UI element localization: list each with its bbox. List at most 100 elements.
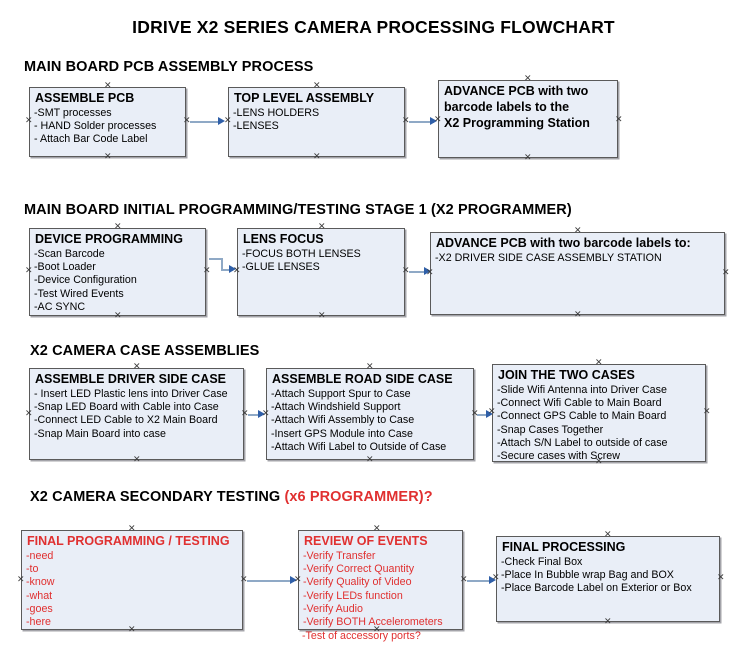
list-item: - Insert LED Plastic lens into Driver Ca…: [34, 388, 228, 400]
box-title: ASSEMBLE DRIVER SIDE CASE: [35, 372, 227, 386]
box-items: -X2 DRIVER SIDE CASE ASSEMBLY STATION: [431, 252, 724, 265]
connector-1-2: [409, 121, 434, 123]
list-item: -Attach Wifi Label to Outside of Case: [271, 440, 447, 453]
list-item: -Verify Correct Quantity: [303, 563, 415, 576]
list-item: -Attach Windshield Support: [271, 401, 401, 414]
list-item: -Attach Wifi Assembly to Case: [271, 414, 415, 427]
box-title: ASSEMBLE ROAD SIDE CASE: [272, 372, 453, 386]
arrow-head: [258, 410, 265, 418]
box-title: REVIEW OF EVENTS: [304, 534, 428, 548]
connector-2-1a: [209, 258, 223, 260]
list-item: -Device Configuration: [34, 274, 137, 287]
page-title: IDRIVE X2 SERIES CAMERA PROCESSING FLOWC…: [132, 17, 615, 37]
list-item: -X2 DRIVER SIDE CASE ASSEMBLY STATION: [435, 252, 662, 264]
box-assemble-driver-side-case[interactable]: ASSEMBLE DRIVER SIDE CASE - Insert LED P…: [29, 368, 244, 460]
arrow-head: [229, 265, 236, 273]
list-item: -know: [26, 576, 55, 589]
connector-4-1: [247, 580, 294, 582]
list-item: -GLUE LENSES: [242, 261, 320, 274]
section-heading-4-text: X2 CAMERA SECONDARY TESTING: [30, 489, 285, 505]
list-item: -Verify BOTH Accelerometers: [303, 616, 443, 629]
list-item: -FOCUS BOTH LENSES: [242, 248, 361, 260]
box-items: -SMT processes - HAND Solder processes -…: [30, 107, 185, 147]
list-item: -Snap Main Board into case: [34, 427, 166, 440]
list-item: -Test Wired Events: [34, 287, 124, 300]
connector-4-2: [467, 580, 493, 582]
list-item: -Snap LED Board with Cable into Case: [34, 401, 219, 414]
overflow-list-item: -Test of accessory ports?: [302, 630, 421, 642]
list-item: -Slide Wifi Antenna into Driver Case: [497, 384, 667, 396]
box-review-of-events[interactable]: REVIEW OF EVENTS -Verify Transfer -Verif…: [298, 530, 463, 630]
list-item: -here: [26, 616, 51, 629]
list-item: -Connect GPS Cable to Main Board: [497, 410, 667, 423]
list-item: -Attach S/N Label to outside of case: [497, 436, 668, 449]
list-item: -Boot Loader: [34, 261, 96, 274]
list-item: -Place Barcode Label on Exterior or Box: [501, 582, 692, 595]
list-item: - Attach Bar Code Label: [34, 133, 148, 146]
list-item: -Check Final Box: [501, 556, 583, 568]
box-assemble-pcb[interactable]: ASSEMBLE PCB -SMT processes - HAND Solde…: [29, 87, 186, 157]
section-heading-4: X2 CAMERA SECONDARY TESTING (x6 PROGRAMM…: [30, 489, 433, 505]
list-item: -Verify Audio: [303, 602, 364, 615]
connector-3-2: [477, 414, 490, 416]
list-item: -Snap Cases Together: [497, 423, 604, 436]
list-item: -Insert GPS Module into Case: [271, 427, 413, 440]
arrow-head: [489, 576, 496, 584]
arrow-head: [218, 117, 225, 125]
box-title: FINAL PROGRAMMING / TESTING: [27, 534, 230, 548]
list-item: -LENS HOLDERS: [233, 107, 320, 119]
box-lens-focus[interactable]: LENS FOCUS -FOCUS BOTH LENSES -GLUE LENS…: [237, 228, 405, 316]
arrow-head: [424, 267, 431, 275]
box-items: -Slide Wifi Antenna into Driver Case -Co…: [493, 384, 705, 463]
box-items: -Scan Barcode -Boot Loader -Device Confi…: [30, 248, 205, 314]
list-item: -LENSES: [233, 120, 279, 133]
box-device-programming[interactable]: DEVICE PROGRAMMING -Scan Barcode -Boot L…: [29, 228, 206, 316]
box-items: -LENS HOLDERS -LENSES: [229, 107, 404, 133]
box-items: - Insert LED Plastic lens into Driver Ca…: [30, 388, 243, 441]
list-item: -SMT processes: [34, 107, 112, 119]
section-heading-3: X2 CAMERA CASE ASSEMBLIES: [30, 343, 260, 359]
list-item: -what: [26, 589, 53, 602]
list-item: -Verify Quality of Video: [303, 576, 412, 589]
arrow-head: [430, 117, 437, 125]
box-items: -need -to -know -what -goes -here: [22, 550, 242, 629]
box-assemble-road-side-case[interactable]: ASSEMBLE ROAD SIDE CASE -Attach Support …: [266, 368, 474, 460]
box-items: -Attach Support Spur to Case -Attach Win…: [267, 388, 473, 454]
box-advance-pcb-programming-station[interactable]: ADVANCE PCB with two barcode labels to t…: [438, 80, 618, 158]
box-items: -Verify Transfer -Verify Correct Quantit…: [299, 550, 462, 629]
list-item: -Secure cases with Screw: [497, 450, 620, 463]
box-title: TOP LEVEL ASSEMBLY: [234, 91, 375, 105]
box-title: ADVANCE PCB with two: [444, 84, 589, 98]
connector-1-1: [190, 121, 220, 123]
box-title: JOIN THE TWO CASES: [498, 368, 635, 382]
list-item: -Scan Barcode: [34, 248, 105, 260]
box-join-the-two-cases[interactable]: JOIN THE TWO CASES -Slide Wifi Antenna i…: [492, 364, 706, 462]
box-final-processing[interactable]: FINAL PROCESSING -Check Final Box -Place…: [496, 536, 720, 622]
box-title: ASSEMBLE PCB: [35, 91, 135, 105]
list-item: -Attach Support Spur to Case: [271, 388, 411, 400]
list-item: -need: [26, 550, 54, 562]
connector-2-1c: [221, 269, 233, 271]
list-item: - HAND Solder processes: [34, 120, 157, 133]
box-advance-pcb-driver-side[interactable]: ADVANCE PCB with two barcode labels to: …: [430, 232, 725, 315]
list-item: -Connect LED Cable to X2 Main Board: [34, 414, 218, 427]
box-title: FINAL PROCESSING: [502, 540, 626, 554]
list-item: -goes: [26, 602, 53, 615]
list-item: -AC SYNC: [34, 300, 86, 313]
arrow-head: [486, 410, 493, 418]
list-item: -Connect Wifi Cable to Main Board: [497, 397, 662, 410]
connector-2-2: [409, 271, 427, 273]
section-heading-2: MAIN BOARD INITIAL PROGRAMMING/TESTING S…: [24, 202, 572, 218]
box-items: -FOCUS BOTH LENSES -GLUE LENSES: [238, 248, 404, 274]
list-item: -Verify LEDs function: [303, 589, 403, 602]
list-item: -Place In Bubble wrap Bag and BOX: [501, 569, 674, 582]
connector-3-1: [248, 414, 262, 416]
section-heading-1: MAIN BOARD PCB ASSEMBLY PROCESS: [24, 59, 314, 75]
box-title-line2: barcode labels to the: [444, 100, 570, 114]
box-final-programming-testing[interactable]: FINAL PROGRAMMING / TESTING -need -to -k…: [21, 530, 243, 630]
box-title: DEVICE PROGRAMMING: [35, 232, 183, 246]
box-title: LENS FOCUS: [243, 232, 324, 246]
list-item: -Verify Transfer: [303, 550, 376, 562]
box-top-level-assembly[interactable]: TOP LEVEL ASSEMBLY -LENS HOLDERS -LENSES: [228, 87, 405, 157]
